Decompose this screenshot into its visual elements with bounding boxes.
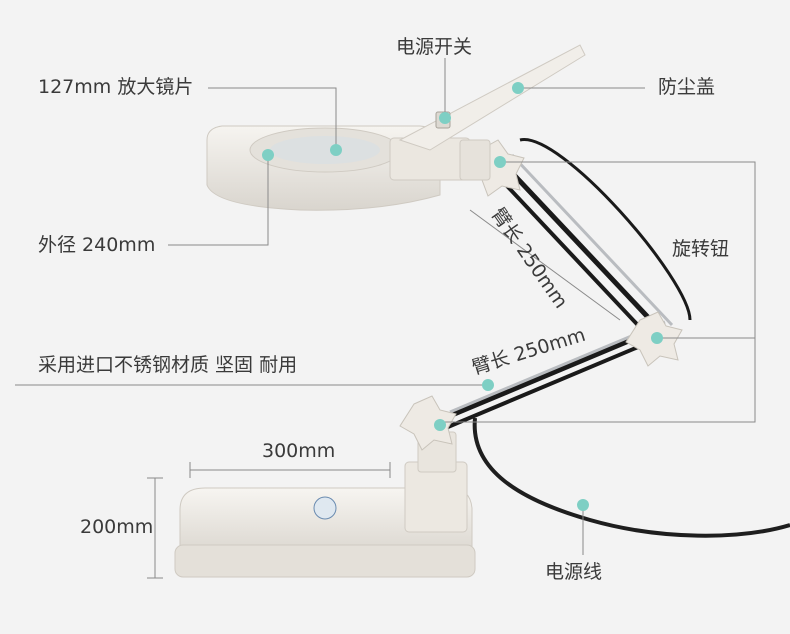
label-outer-diameter: 外径 240mm [38,234,156,256]
leader-lines [15,58,756,579]
label-power-cord: 电源线 [545,561,603,583]
marker-dot [439,112,451,124]
magnifier-head [206,44,586,211]
marker-dot [262,149,274,161]
marker-dot [330,144,342,156]
marker-dot [494,156,506,168]
brand-badge [313,496,337,520]
marker-dot [434,419,446,431]
upper-arm [490,138,692,340]
marker-dots [262,82,663,511]
dust-cover [398,44,586,151]
label-rotary-knob: 旋转钮 [672,238,730,260]
label-base-width: 300mm [262,440,336,462]
marker-dot [512,82,524,94]
marker-dot [577,499,589,511]
marker-dot [482,379,494,391]
label-dust-cover: 防尘盖 [658,76,716,98]
label-power-switch: 电源开关 [396,36,473,58]
label-material: 采用进口不锈钢材质 坚固 耐用 [38,354,298,376]
power-cord [472,417,790,538]
label-base-height: 200mm [80,516,154,538]
label-magnifier-lens: 127mm 放大镜片 [38,76,194,98]
marker-dot [651,332,663,344]
